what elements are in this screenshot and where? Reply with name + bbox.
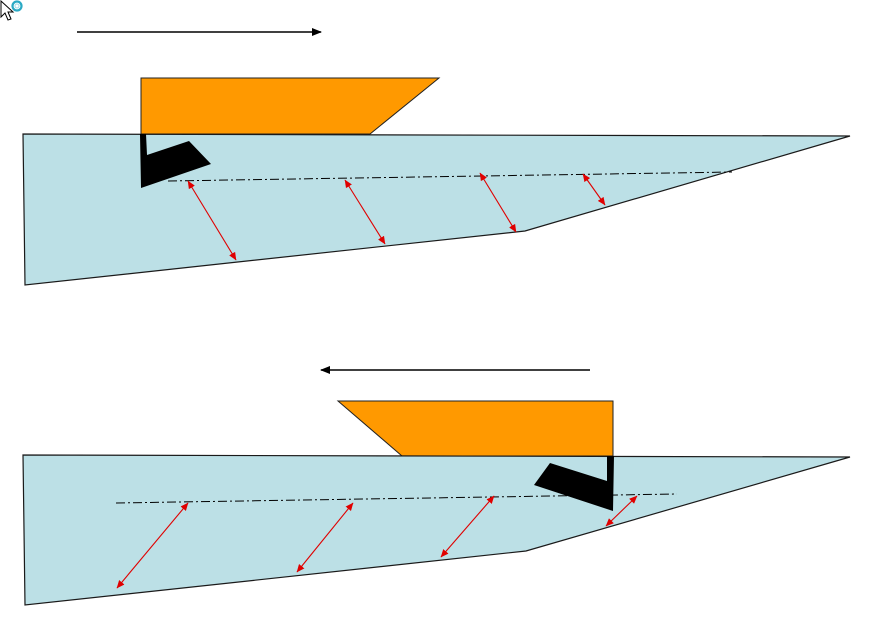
distance-marker bbox=[582, 173, 606, 206]
distance-marker bbox=[344, 179, 386, 245]
bottom-panel bbox=[22, 366, 851, 606]
distance-marker bbox=[479, 172, 517, 233]
orange-block bbox=[336, 400, 614, 457]
busy-cursor-icon bbox=[0, 0, 23, 21]
centerline bbox=[115, 493, 678, 504]
distance-marker bbox=[116, 502, 189, 589]
distance-marker bbox=[605, 495, 638, 527]
orange-block bbox=[140, 77, 441, 135]
tool-shape bbox=[534, 456, 614, 511]
distance-marker bbox=[187, 180, 237, 261]
distance-marker bbox=[440, 495, 495, 558]
tool-shape bbox=[140, 134, 211, 188]
distance-marker bbox=[296, 502, 354, 573]
wedge-body bbox=[22, 454, 851, 606]
top-panel bbox=[22, 28, 851, 286]
